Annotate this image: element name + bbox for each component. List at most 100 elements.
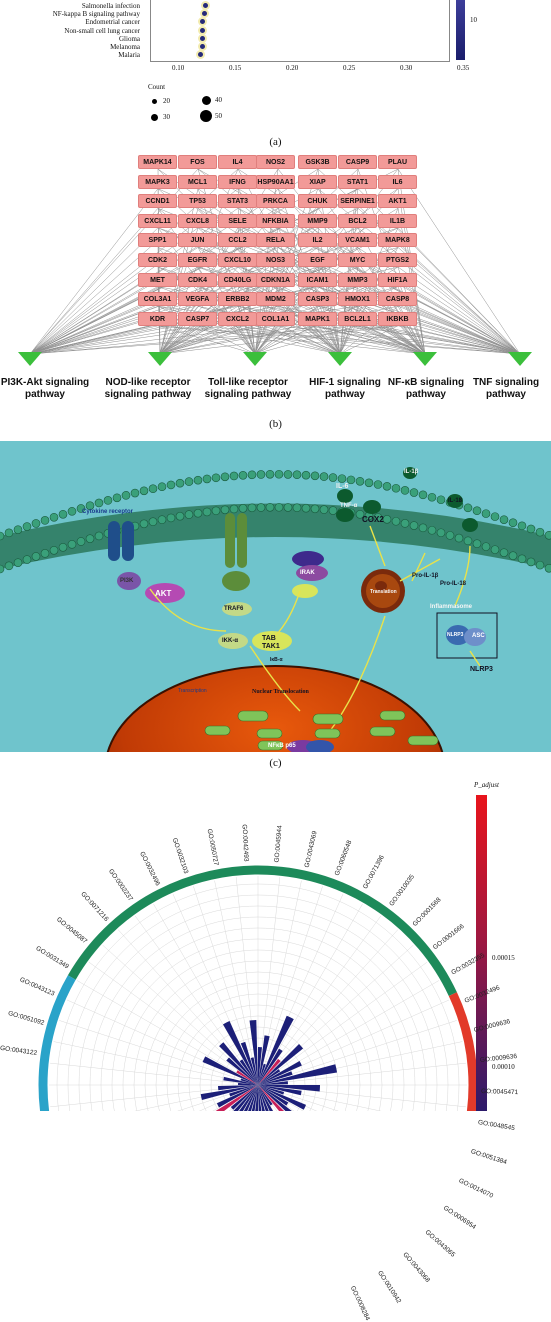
network-edge <box>29 325 199 355</box>
network-edge <box>397 168 521 355</box>
go-bar <box>258 1058 281 1085</box>
go-bar <box>258 1064 338 1085</box>
network-edge <box>157 227 521 355</box>
count-legend-dot <box>151 98 157 104</box>
dotplot-x-tick: 0.25 <box>343 64 356 72</box>
gene-node: MMP9 <box>298 213 337 228</box>
network-edge <box>29 325 159 355</box>
gene-node: CDK2 <box>138 253 177 267</box>
go-bar <box>230 1085 258 1110</box>
pathway-node <box>328 352 352 366</box>
go-bar <box>200 1085 258 1101</box>
cell-membrane-diagram <box>0 467 551 752</box>
gene-node: BCL2 <box>338 213 377 228</box>
pathway-label: NF-κB signaling pathway <box>387 377 465 400</box>
network-edge <box>29 325 399 355</box>
gene-node: RELA <box>256 233 295 248</box>
dotplot-point <box>198 52 204 58</box>
count-legend-label: 40 <box>215 96 222 104</box>
dotplot-x-tick: 0.35 <box>457 64 470 72</box>
gene-node: NFKBIA <box>256 213 295 228</box>
gene-node: CASP7 <box>178 311 217 326</box>
gene-node: MYC <box>338 253 377 267</box>
network-edge <box>29 227 199 355</box>
network-edge <box>277 325 341 355</box>
gene-node: CDKN1A <box>256 272 295 287</box>
go-term-label: GO:0051384 <box>469 1148 508 1167</box>
go-bar <box>258 1085 265 1111</box>
count-legend-dot <box>200 110 212 122</box>
label-nfkb: NFκB p65 <box>268 743 296 749</box>
go-bar <box>258 1047 262 1085</box>
go-term-label: GO:0043068 <box>401 1251 431 1284</box>
go-bar <box>258 1063 266 1085</box>
pathway-node <box>148 352 172 366</box>
gene-node: PRKCA <box>256 194 295 209</box>
legend-tick-1: 0.00015 <box>492 954 515 962</box>
label-inflammasome: Inflammasome <box>430 604 473 610</box>
gene-node: HMOX1 <box>338 292 377 307</box>
gene-node: EGF <box>298 253 337 267</box>
circular-barplot <box>38 795 487 1111</box>
count-legend-label: 30 <box>163 113 170 121</box>
network-edge <box>29 188 159 355</box>
pathway-label: HIF-1 signaling pathway <box>309 377 381 400</box>
network-edge <box>159 325 399 355</box>
go-bar <box>258 1085 292 1111</box>
dotplot-row-label: Glioma <box>119 34 140 43</box>
label-il1b: IL-1β <box>404 469 419 475</box>
network-edge <box>159 227 399 355</box>
gene-node: IL6 <box>378 174 417 189</box>
go-term-label: GO:0043065 <box>423 1229 456 1259</box>
gene-node: CXCL8 <box>178 213 217 228</box>
gene-node: CCND1 <box>138 194 177 209</box>
gene-node: FOS <box>178 155 217 169</box>
go-bar <box>258 1085 269 1111</box>
label-ikk: IKK-α <box>222 638 239 644</box>
count-legend-label: 50 <box>215 112 222 120</box>
network-edge <box>157 325 256 355</box>
gene-node: CASP8 <box>378 292 417 307</box>
legend-title: P_adjust <box>474 781 499 789</box>
go-bar <box>223 1021 258 1085</box>
gene-node: VEGFA <box>178 292 217 307</box>
network-edge <box>29 286 159 355</box>
network-edge <box>29 227 359 355</box>
go-bar <box>223 1076 258 1085</box>
go-bar <box>258 1085 273 1106</box>
gene-node: CXCL11 <box>138 213 177 228</box>
gene-node: SPP1 <box>138 233 177 248</box>
network-edge <box>159 227 199 355</box>
gene-node: MDM2 <box>256 292 295 307</box>
gene-node: NOS3 <box>256 253 295 267</box>
gene-node: BCL2L1 <box>338 311 377 326</box>
pathway-label: Toll-like receptor signaling pathway <box>204 377 292 400</box>
label-il6: IL-6 <box>336 483 349 490</box>
go-term-label: GO:0014070 <box>457 1177 495 1200</box>
go-bar <box>240 1041 258 1085</box>
pathway-label: NOD-like receptor signaling pathway <box>104 377 192 400</box>
dotplot-point <box>200 35 206 41</box>
go-bar <box>233 1085 258 1111</box>
network-edge <box>237 325 256 355</box>
label-nlrp3-box: NLRP3 <box>447 632 464 638</box>
gene-node: MCL1 <box>178 174 217 189</box>
dotplot-x-tick: 0.10 <box>172 64 185 72</box>
gene-node: IL1B <box>378 213 417 228</box>
gene-node: MAPK14 <box>138 155 177 169</box>
gene-node: CD40LG <box>218 272 257 287</box>
go-bar <box>258 1043 304 1085</box>
go-bar <box>258 1048 283 1085</box>
go-term-label: GO:0045471 <box>480 1088 519 1097</box>
dotplot-x-tick: 0.15 <box>229 64 242 72</box>
gene-node: ICAM1 <box>298 272 337 287</box>
gene-node: CASP9 <box>338 155 377 169</box>
go-bar <box>258 1035 270 1085</box>
gene-node: STAT1 <box>338 174 377 189</box>
dotplot-point <box>201 11 207 17</box>
network-edge <box>29 325 359 355</box>
label-cox2: COX2 <box>362 515 384 524</box>
network-edge <box>357 227 521 355</box>
